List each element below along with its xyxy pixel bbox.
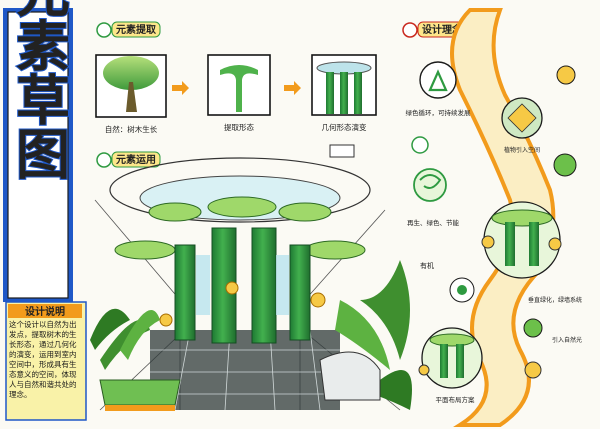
arrow-icon <box>284 81 301 95</box>
plan-detail <box>421 327 483 389</box>
lamp-icon <box>159 313 173 327</box>
sofa <box>319 351 381 401</box>
lamp-icon <box>524 361 542 379</box>
organic-node-icon <box>449 277 475 303</box>
plant-icon <box>501 97 543 139</box>
extraction-step-geometric: 几何形态演变 <box>311 54 377 132</box>
section-concept-label: 设计理念 <box>422 23 462 36</box>
lamp-icon <box>225 281 239 295</box>
section-application: 元素运用 <box>96 151 161 168</box>
design-notes-body: 这个设计以自然为出发点，提取树木的生长形态，通过几何化的演变，运用到室内空间中，… <box>9 320 77 399</box>
concept-floor: 平面布局方案 <box>436 395 476 404</box>
concept-recycle: 绿色循环，可持续发展 <box>406 108 472 117</box>
concept-regeneration: 再生、绿色、节能 <box>407 218 460 227</box>
perspective-view <box>90 144 412 411</box>
section-extraction: 元素提取 自然：树木生长 提取形态 几何形态演变 <box>95 21 377 134</box>
title-text: 元素草图 <box>7 0 70 180</box>
lamp-icon <box>418 364 430 376</box>
lamp-icon <box>556 65 576 85</box>
bench <box>99 379 181 411</box>
design-notes-body-frame: 这个设计以自然为出发点，提取树木的生长形态，通过几何化的演变，运用到室内空间中，… <box>9 320 77 399</box>
organic-icon <box>411 136 447 202</box>
tree-crown <box>103 56 159 90</box>
lamp-icon <box>548 237 562 251</box>
section-extraction-label: 元素提取 <box>116 23 157 36</box>
winding-path <box>450 8 556 427</box>
extraction-step-tree: 自然：树木生长 <box>95 54 167 134</box>
extraction-step-abstract: 提取形态 <box>207 54 271 132</box>
design-notes: 设计说明 这个设计以自然为出发点，提取树木的生长形态，通过几何化的演变，运用到室… <box>5 301 87 421</box>
leaf-icon <box>553 153 577 177</box>
design-notes-heading: 设计说明 <box>25 305 65 318</box>
concept-organic: 有机 <box>420 261 434 270</box>
concept-greenwall: 垂直绿化，绿墙系统 <box>528 296 582 304</box>
section-application-label: 元素运用 <box>116 153 156 166</box>
pillar-detail <box>483 201 561 279</box>
step-caption-3: 几何形态演变 <box>322 122 367 132</box>
title-banner: 元素草图 <box>3 0 73 302</box>
plant-right <box>335 260 412 410</box>
floor-grid <box>150 329 340 411</box>
lamp-icon <box>310 292 326 308</box>
arrow-icon <box>172 81 189 95</box>
greenwall-icon <box>523 318 543 338</box>
recycle-icon <box>419 61 457 99</box>
step-caption-2: 提取形态 <box>224 122 254 132</box>
concept-light: 引入自然光 <box>552 336 582 344</box>
lamp-icon <box>481 235 495 249</box>
concept-plant: 植物引入空间 <box>504 146 540 154</box>
step-caption-1: 自然：树木生长 <box>105 124 158 134</box>
plant-left <box>90 308 160 370</box>
